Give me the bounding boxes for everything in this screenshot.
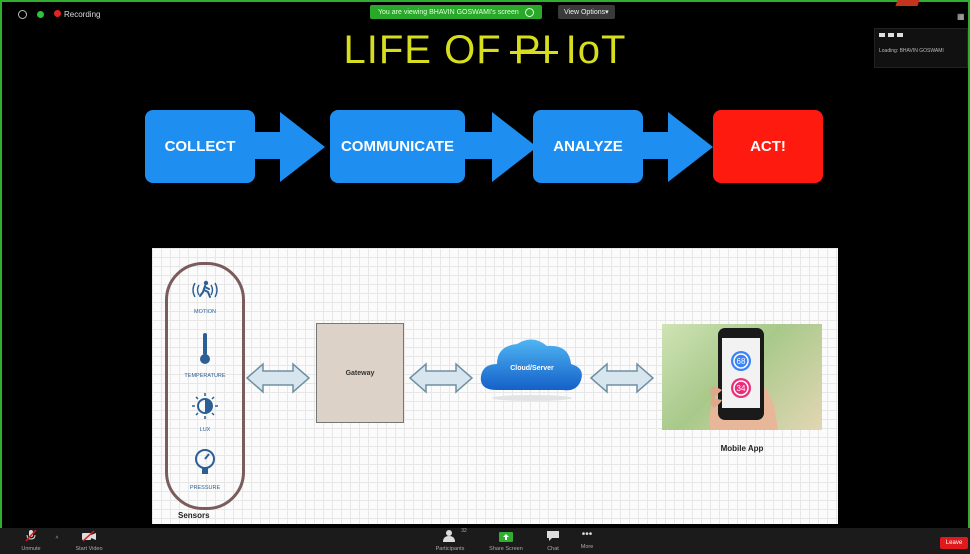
sensor-temperature: TEMPERATURE — [168, 331, 242, 379]
step-analyze: ANALYZE — [533, 110, 643, 183]
brightness-icon — [192, 393, 218, 419]
arrow-right-icon — [280, 112, 325, 182]
chat-button[interactable]: Chat — [538, 530, 568, 552]
step-act: ACT! — [713, 110, 823, 183]
iot-diagram: MOTION TEMPERATURE LUX PRESSURE — [152, 248, 838, 524]
share-screen-button[interactable]: Share Screen — [486, 530, 526, 552]
audio-options-chevron[interactable]: ˄ — [52, 535, 62, 541]
sensor-lux: LUX — [168, 393, 242, 433]
double-arrow-icon — [408, 362, 474, 394]
leave-button[interactable]: Leave — [940, 537, 968, 549]
cloud-icon — [480, 339, 582, 401]
step-communicate: COMMUNICATE — [330, 110, 465, 183]
flow-arrow-stem — [254, 132, 280, 159]
gateway-box: Gateway — [316, 323, 404, 423]
double-arrow-icon — [589, 362, 655, 394]
participants-button[interactable]: Participants — [430, 530, 470, 552]
participants-icon — [443, 530, 455, 542]
meeting-toolbar: Unmute ˄ Start Video Participants 32 Sha… — [0, 528, 970, 554]
flow-arrow-stem — [642, 132, 668, 159]
record-icon — [54, 10, 61, 17]
view-options-button[interactable]: View Options ▾ — [558, 5, 615, 19]
arrow-right-icon — [492, 112, 537, 182]
arrow-right-icon — [668, 112, 713, 182]
phone-in-hand-icon: 68 34 — [709, 328, 778, 430]
flow-arrow-stem — [464, 132, 492, 159]
sensors-title: Sensors — [178, 511, 210, 520]
shield-icon[interactable] — [37, 11, 44, 18]
share-screen-icon — [499, 532, 513, 542]
motion-icon — [192, 280, 218, 298]
sensors-panel: MOTION TEMPERATURE LUX PRESSURE — [165, 262, 245, 510]
cloud-label: Cloud/Server — [510, 365, 554, 372]
top-bar: Recording You are viewing BHAVIN GOSWAMI… — [0, 0, 970, 68]
camera-off-icon — [82, 530, 96, 542]
fullscreen-icon[interactable]: ▦ — [957, 12, 965, 21]
mobile-app-image: 68 34 — [662, 324, 822, 430]
chat-icon — [547, 531, 559, 541]
thumbnail-controls — [879, 33, 903, 37]
mobile-app-label: Mobile App — [720, 444, 764, 453]
thermometer-icon — [200, 333, 210, 364]
sensor-pressure: PRESSURE — [168, 447, 242, 491]
pressure-gauge-icon — [195, 449, 215, 474]
gear-icon[interactable] — [524, 7, 534, 17]
process-flow: COLLECT COMMUNICATE ANALYZE ACT! — [0, 110, 970, 185]
overlay-corner — [895, 0, 923, 6]
info-icon[interactable] — [18, 10, 27, 19]
chevron-up-icon: ˄ — [55, 535, 59, 541]
sensor-motion: MOTION — [168, 279, 242, 315]
participants-count: 32 — [461, 528, 467, 534]
participant-thumbnail[interactable]: Loading: BHAVIN GOSWAMI — [874, 28, 968, 68]
slide-title: LIFE OF PI IoT — [343, 28, 627, 72]
more-button[interactable]: ••• More — [580, 529, 594, 551]
more-dots-icon: ••• — [581, 529, 593, 540]
struck-word: PI — [513, 28, 554, 72]
chevron-down-icon: ▾ — [605, 9, 609, 16]
recording-indicator: Recording — [54, 10, 100, 19]
viewing-banner: You are viewing BHAVIN GOSWAMI's screen — [370, 5, 542, 19]
microphone-muted-icon — [25, 529, 37, 542]
meeting-status: Recording — [18, 10, 100, 19]
double-arrow-icon — [245, 362, 311, 394]
start-video-button[interactable]: Start Video — [72, 530, 106, 552]
unmute-button[interactable]: Unmute — [16, 529, 46, 552]
phone-value-2: 34 — [737, 384, 746, 393]
step-collect: COLLECT — [145, 110, 255, 183]
phone-value-1: 68 — [737, 357, 746, 366]
